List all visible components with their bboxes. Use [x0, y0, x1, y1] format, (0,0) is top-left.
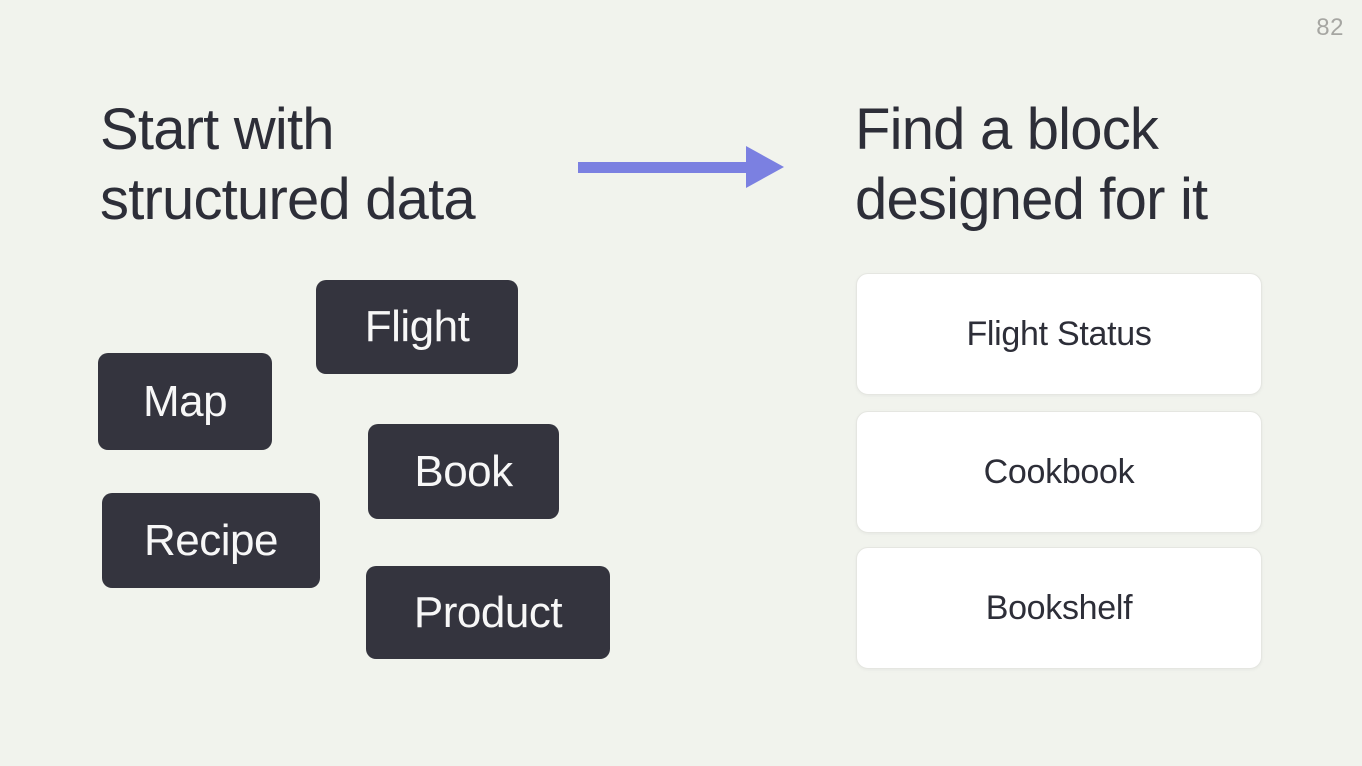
tag-recipe: Recipe: [102, 493, 320, 588]
right-heading: Find a block designed for it: [855, 95, 1208, 235]
page-number: 82: [1316, 14, 1344, 41]
tag-map: Map: [98, 353, 272, 450]
tag-product: Product: [366, 566, 610, 659]
tag-book-label: Book: [414, 446, 513, 496]
right-heading-line2: designed for it: [855, 167, 1208, 232]
card-flight-status-label: Flight Status: [966, 314, 1152, 353]
card-bookshelf: Bookshelf: [856, 547, 1262, 669]
tag-recipe-label: Recipe: [144, 515, 278, 565]
tag-flight-label: Flight: [364, 302, 470, 351]
tag-product-label: Product: [413, 587, 563, 637]
tag-book: Book: [368, 424, 559, 519]
card-cookbook: Cookbook: [856, 411, 1262, 533]
left-heading: Start with structured data: [100, 95, 476, 235]
card-bookshelf-label: Bookshelf: [985, 588, 1133, 627]
tag-flight: Flight: [316, 280, 518, 374]
card-cookbook-label: Cookbook: [983, 452, 1135, 491]
card-flight-status: Flight Status: [856, 273, 1262, 395]
right-arrow-icon: [578, 146, 784, 188]
left-heading-line1: Start with: [100, 97, 335, 162]
left-heading-line2: structured data: [100, 167, 476, 232]
tag-map-label: Map: [142, 376, 228, 426]
right-heading-line1: Find a block: [855, 97, 1159, 162]
